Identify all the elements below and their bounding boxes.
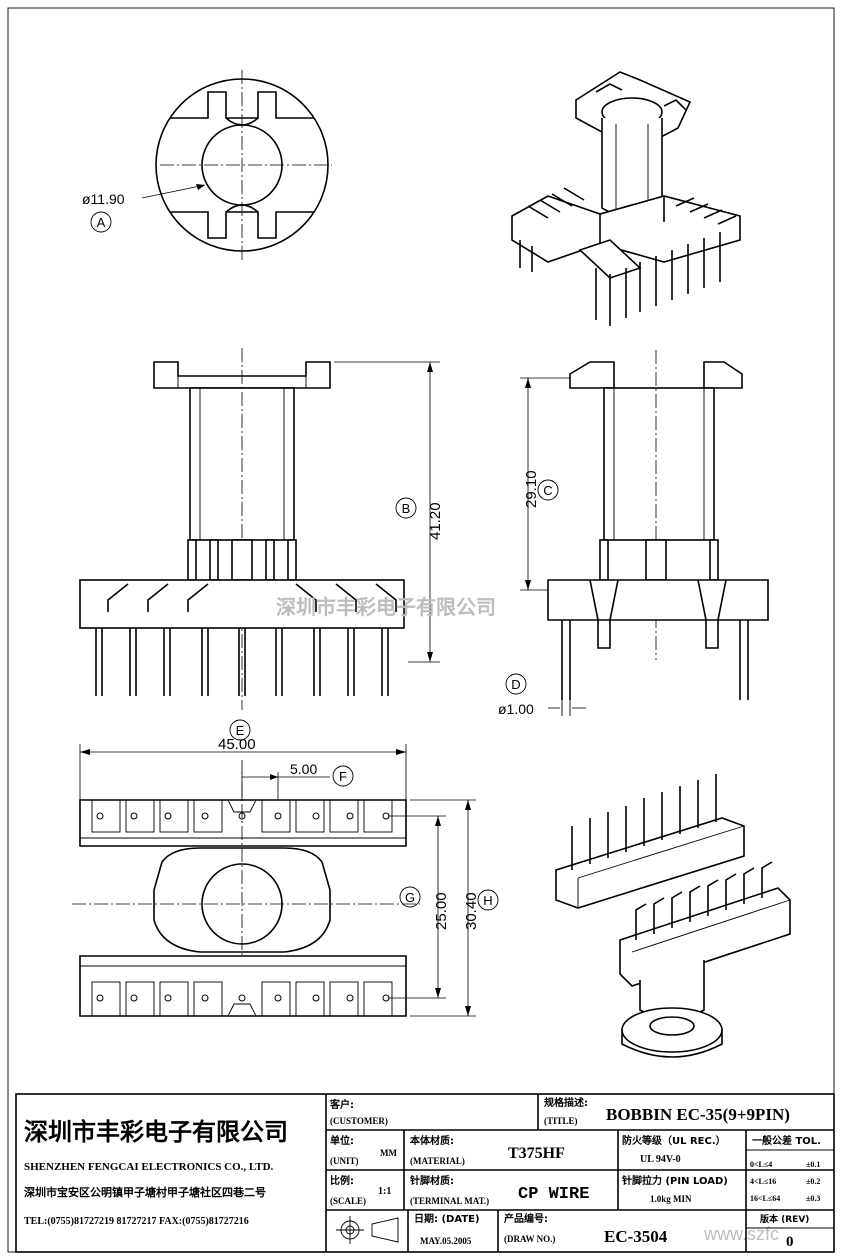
title-label-cn: 规格描述:: [544, 1096, 588, 1109]
material-label-cn: 本体材质:: [410, 1134, 454, 1147]
customer-label-cn: 客户:: [329, 1098, 354, 1111]
callout-c: C: [543, 483, 552, 498]
callout-b: B: [402, 501, 411, 516]
draw-no-label-cn: 产品编号:: [504, 1212, 548, 1225]
watermark-url: www.szfc: [703, 1224, 779, 1244]
draw-no-label-en: (DRAW NO.): [504, 1234, 555, 1244]
company-contact: TEL:(0755)81727219 81727217 FAX:(0755)81…: [24, 1216, 249, 1227]
draw-no-value: EC-3504: [604, 1227, 668, 1246]
dim-row-g: 25.00: [433, 892, 450, 930]
material-value: T375HF: [508, 1145, 565, 1162]
flame-label: 防火等级（UL REC.）: [622, 1134, 726, 1147]
scale-value: 1:1: [378, 1186, 391, 1197]
dim-height-c: 29.10: [523, 470, 540, 508]
company-en: SHENZHEN FENGCAI ELECTRONICS CO., LTD.: [24, 1161, 274, 1173]
projection-symbol-icon: [336, 1216, 399, 1244]
company-address: 深圳市宝安区公明镇甲子塘村甲子塘社区四巷二号: [24, 1185, 266, 1199]
pin-mat-label-en: (TERMINAL MAT.): [410, 1196, 489, 1206]
dim-pitch-f: 5.00: [290, 761, 317, 777]
title-block: 深圳市丰彩电子有限公司 SHENZHEN FENGCAI ELECTRONICS…: [15, 1093, 835, 1253]
iso-view-bottom: [555, 774, 791, 1058]
unit-value: MM: [380, 1148, 397, 1158]
callout-g: G: [405, 890, 415, 905]
dim-row-h: 30.40: [463, 892, 480, 930]
flame-value: UL 94V-0: [640, 1154, 681, 1165]
pin-load-value: 1.0kg MIN: [650, 1194, 692, 1204]
top-view: ø11.90 A: [82, 70, 332, 262]
scale-label-cn: 比例:: [330, 1174, 354, 1187]
scale-label-en: (SCALE): [330, 1196, 366, 1206]
customer-label-en: (CUSTOMER): [330, 1116, 388, 1126]
callout-f: F: [339, 769, 347, 784]
dim-top-dia: ø11.90: [82, 191, 125, 207]
tol-range-3: 16<L≤64: [750, 1194, 780, 1203]
dim-width-e: 45.00: [218, 736, 256, 753]
dim-height-total: 41.20: [427, 502, 444, 540]
date-value: MAY.05.2005: [420, 1236, 472, 1246]
iso-view-top: [511, 71, 741, 326]
company-cn: 深圳市丰彩电子有限公司: [24, 1118, 288, 1146]
watermark: 深圳市丰彩电子有限公司: [276, 595, 496, 619]
side-view: 29.10 C ø1.00 D: [498, 350, 769, 717]
tol-value-1: ±0.1: [806, 1160, 820, 1169]
tol-label: 一般公差 TOL.: [752, 1134, 821, 1147]
pin-mat-value: CP WIRE: [518, 1185, 589, 1204]
bottom-view: 45.00 E 5.00 F: [72, 719, 499, 1017]
callout-h: H: [483, 893, 492, 908]
front-view: 41.20 B: [79, 348, 444, 710]
unit-label-en: (UNIT): [330, 1156, 359, 1166]
tol-value-3: ±0.3: [806, 1194, 820, 1203]
callout-e: E: [236, 723, 245, 738]
pin-mat-label-cn: 针脚材质:: [410, 1174, 454, 1187]
pin-load-label: 针脚拉力 (PIN LOAD): [622, 1174, 728, 1187]
callout-d: D: [511, 677, 520, 692]
date-label: 日期: (DATE): [414, 1212, 480, 1225]
tol-range-1: 0<L≤4: [750, 1160, 772, 1169]
drawing-border: [7, 7, 835, 1253]
unit-label-cn: 单位:: [330, 1134, 354, 1147]
tol-range-2: 4<L≤16: [750, 1177, 776, 1186]
title-value: BOBBIN EC-35(9+9PIN): [606, 1105, 790, 1124]
title-label-en: (TITLE): [544, 1116, 578, 1126]
material-label-en: (MATERIAL): [410, 1156, 465, 1166]
tol-value-2: ±0.2: [806, 1177, 820, 1186]
dim-pin-dia: ø1.00: [498, 701, 534, 717]
callout-a: A: [97, 215, 106, 230]
rev-label: 版本 (REV): [759, 1213, 809, 1225]
rev-value: 0: [786, 1234, 794, 1250]
